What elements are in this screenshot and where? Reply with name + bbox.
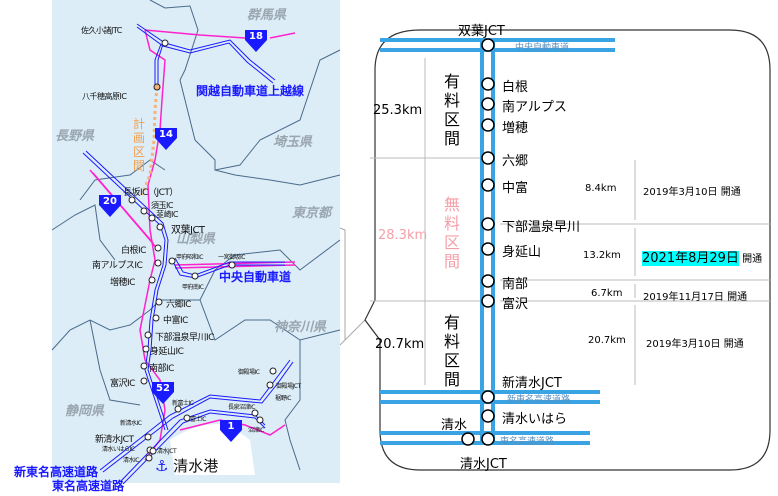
ic-label: 韮崎IC [156, 210, 178, 219]
station-masuho: 増穂 [502, 121, 529, 136]
diagram-tomei-label: 東名高速道路 [500, 437, 555, 447]
ic-label: 長坂IC（JCT） [123, 188, 178, 198]
station-tomizawa: 富沢 [502, 297, 529, 312]
ic-label: 新清水IC [120, 420, 142, 427]
suffix: 開通 [720, 187, 741, 198]
prefecture-borders [51, 0, 341, 471]
station-nanbu: 南部 [502, 277, 529, 292]
expressway-kanetsu: 関越自動車道上越線 [196, 84, 305, 98]
ic-label: 裾野IC [275, 395, 291, 402]
date: 2021年8月29日 [642, 251, 739, 266]
ic-label: 御殿場JCT [276, 383, 301, 390]
station-rokugo: 六郷 [502, 154, 529, 169]
ic-label: 南部IC [149, 364, 174, 374]
opening-4-date: 2019年3月10日 開通 [646, 335, 744, 350]
port-name: 清水港 [173, 457, 219, 475]
opening-1-date: 2019年3月10日 開通 [643, 183, 741, 198]
route-number-1: 1 [227, 421, 235, 432]
pref-nagano: 長野県 [55, 129, 95, 144]
ic-label: 白根IC [121, 246, 146, 256]
ic-label: 清水JCT [157, 448, 177, 455]
suffix: 開通 [727, 292, 748, 303]
interchange-markers [128, 39, 277, 462]
ic-label: 身延山IC [150, 347, 184, 357]
section-1-label: 有料区間 [443, 72, 460, 148]
station-shimizu: 清水 [441, 418, 468, 433]
ic-label: 下部温泉早川IC [155, 333, 214, 343]
ic-label: 富沢IC [110, 379, 135, 389]
ic-label: 新富士IC [172, 400, 194, 407]
pref-saitama: 埼玉県 [273, 135, 313, 150]
route-number-52: 52 [156, 383, 170, 394]
ic-label: 六郷IC [166, 300, 191, 310]
station-shin-shimizu-jct: 新清水JCT [502, 376, 562, 391]
suffix: 開通 [723, 339, 744, 350]
diagram-shin-tomei-label: 新東名高速道路 [507, 395, 571, 405]
route-number-20: 20 [103, 196, 117, 207]
ic-label: 八千穂高原IC [82, 92, 127, 101]
ic-label: 南アルプスIC [92, 261, 143, 271]
section-3-label: 有料区間 [443, 313, 460, 389]
station-nakatomi: 中富 [502, 181, 529, 196]
ic-label: 甲府昭和IC [176, 254, 203, 261]
ic-label: 沼津IC [248, 427, 264, 434]
ic-label: 一宮御坂IC [218, 254, 245, 261]
ic-label: 甲府南IC [182, 284, 204, 291]
route-number-18: 18 [249, 31, 263, 42]
station-shimizu-ihara: 清水いはら [502, 412, 568, 427]
pref-gunma: 群馬県 [247, 8, 287, 23]
station-shimobe: 下部温泉早川 [502, 220, 581, 235]
station-minami-alps: 南アルプス [502, 100, 567, 115]
expressway-shin-tomei: 新東名高速道路 [14, 465, 99, 479]
opening-4-distance: 20.7km [588, 335, 626, 346]
section-2-label: 無料区間 [443, 195, 460, 271]
anchor-icon: ⚓ [155, 457, 169, 475]
date: 2019年11月17日 [643, 292, 724, 303]
section-1-distance: 25.3km [373, 103, 423, 118]
ic-label: 中富IC [163, 316, 188, 326]
ic-label: 清水IC [123, 457, 139, 464]
opening-3-distance: 6.7km [591, 288, 623, 299]
ic-label: 佐久小諸JTC [81, 26, 122, 35]
station-futaba-jct: 双葉JCT [458, 24, 505, 39]
ic-label: 増穂IC [110, 278, 135, 288]
expressway-tomei: 東名高速道路 [52, 479, 125, 493]
date: 2019年3月10日 [646, 339, 721, 350]
pref-shizuoka: 静岡県 [65, 404, 105, 419]
station-minobusan: 身延山 [502, 245, 542, 260]
ic-label: 御殿場IC [238, 369, 260, 376]
expressway-chuo: 中央自動車道 [219, 270, 292, 284]
ic-label: 新清水JCT [95, 435, 134, 445]
diagram-chuo-label: 中央自動車道 [515, 43, 570, 53]
route-number-14: 14 [159, 129, 173, 140]
ic-label: 富士IC [190, 416, 206, 423]
port-label: ⚓ 清水港 [155, 455, 218, 476]
ic-label: 双葉JCT [171, 225, 205, 236]
opening-2-date: 2021年8月29日 開通 [642, 247, 762, 266]
section-3-distance: 20.7km [375, 337, 425, 352]
opening-2-distance: 13.2km [583, 250, 621, 261]
route-shields [99, 30, 267, 442]
ic-label: 長泉沼津IC [228, 404, 255, 411]
date: 2019年3月10日 [643, 187, 718, 198]
opening-1-distance: 8.4km [585, 183, 617, 194]
station-shirane: 白根 [502, 80, 529, 95]
ic-label: 須玉IC [151, 201, 173, 210]
section-2-distance: 28.3km [378, 228, 428, 243]
planned-section-label: 計画区間 [132, 117, 145, 173]
station-markers [461, 38, 495, 446]
ic-label: 清水いはらIC [102, 446, 135, 453]
pref-yamanashi: 山梨県 [176, 232, 216, 247]
pref-tokyo: 東京都 [292, 206, 332, 221]
suffix: 開通 [742, 254, 763, 265]
pref-kanagawa: 神奈川県 [274, 320, 327, 335]
station-shimizu-jct: 清水JCT [460, 457, 507, 472]
route-map [51, 0, 341, 485]
opening-3-date: 2019年11月17日 開通 [643, 288, 747, 303]
